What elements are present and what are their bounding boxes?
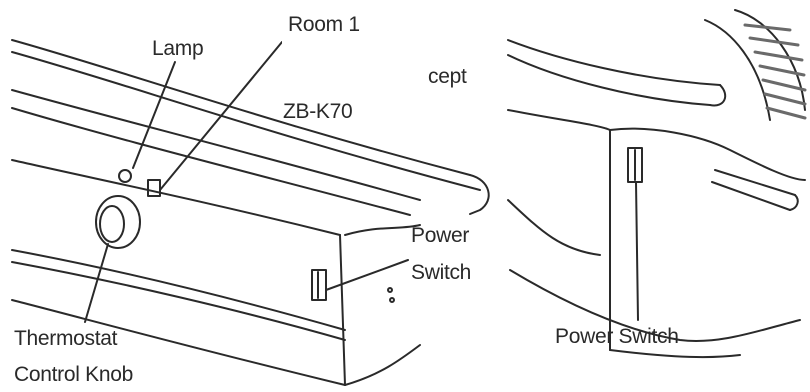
side-bottom — [344, 344, 421, 386]
room-label: Room 1 — [288, 13, 360, 36]
label-occluder — [282, 36, 430, 84]
rail-end — [469, 174, 490, 215]
power-left-leader — [325, 259, 409, 291]
top-rail-4 — [11, 107, 411, 216]
body-lower-rail-1 — [11, 249, 346, 331]
power-switch-left-label-line2: Switch — [411, 261, 472, 284]
top-rail-2 — [11, 51, 481, 191]
receptacle-label: cept — [428, 65, 467, 88]
right-top-rail-1 — [507, 39, 721, 86]
right-bottom-curve — [509, 269, 801, 342]
power-right-leader — [635, 181, 639, 321]
right-rail-end — [709, 84, 727, 107]
receptacle-shape — [147, 179, 161, 197]
lamp-label: Lamp — [152, 37, 204, 60]
thermostat-label-line1: Thermostat — [14, 327, 118, 350]
left-appliance — [11, 39, 490, 386]
receptacle-leader — [159, 41, 283, 191]
dome-inner — [704, 19, 771, 121]
lamp-leader — [132, 61, 176, 169]
right-top-rail-2 — [507, 54, 711, 106]
thermostat-label-line2: Control Knob — [14, 363, 133, 386]
right-appliance — [507, 9, 806, 359]
right-side-bottom — [609, 349, 741, 359]
power-switch-left-label-line1: Power — [411, 224, 470, 247]
body-lower-rail-2 — [11, 261, 346, 341]
side-dot-2 — [389, 297, 395, 303]
body-top-edge — [11, 159, 341, 236]
knob-shape — [95, 195, 141, 249]
body-bottom-rail — [11, 299, 346, 386]
top-rail-3 — [11, 89, 421, 201]
front-corner — [339, 234, 346, 386]
side-top — [344, 224, 421, 236]
power-switch-right-label: Power Switch — [555, 325, 679, 348]
right-side-top — [609, 127, 806, 181]
side-dot-1 — [387, 287, 393, 293]
dome-outline — [734, 9, 806, 111]
knob-inner — [99, 205, 125, 243]
lamp-shape — [118, 169, 132, 183]
left-leader-lines — [84, 41, 409, 323]
bar-top — [714, 169, 796, 196]
thermostat-leader — [84, 243, 109, 323]
bar-bottom — [711, 181, 791, 211]
power-switch-left-shape — [311, 269, 327, 301]
bar-end — [789, 194, 799, 211]
top-rail-1 — [11, 39, 471, 176]
right-body-top — [507, 109, 611, 131]
right-body-curve — [507, 199, 601, 256]
model-label: ZB-K70 — [283, 100, 353, 123]
dome-hatching — [743, 23, 807, 120]
